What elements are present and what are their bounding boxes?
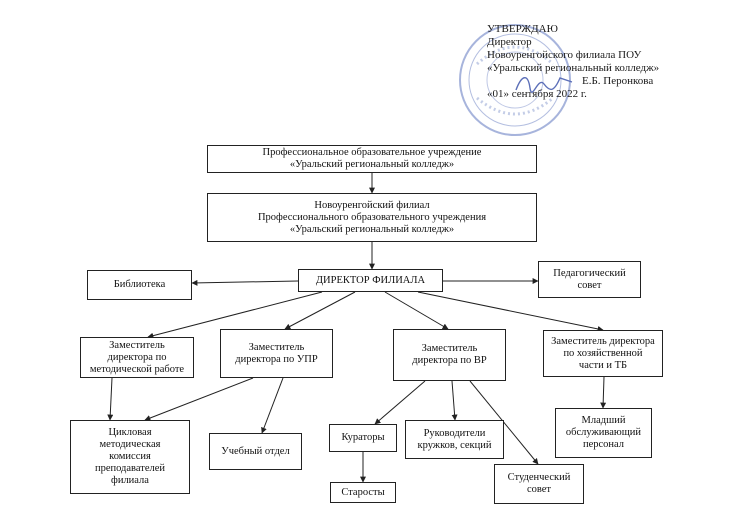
arrow-director-economic	[417, 291, 604, 332]
approval-block: УТВЕРЖДАЮ Директор Новоуренгойского фили…	[487, 23, 742, 101]
approval-date: «01» сентября 2022 г.	[487, 88, 587, 100]
arrow-vr-leaders	[451, 380, 458, 421]
approval-position: Директор	[487, 36, 532, 48]
box-director: ДИРЕКТОР ФИЛИАЛА	[298, 269, 443, 292]
arrow-director-methodical	[147, 291, 323, 339]
arrow-vr-curators	[374, 380, 426, 425]
arrow-director-vr	[384, 291, 449, 330]
approval-college: «Уральский региональный колледж»	[487, 62, 660, 74]
arrow-methodical-commission	[107, 377, 114, 421]
arrow-upr-studydept	[261, 377, 284, 434]
approval-signature-line: Е.Б. Перонкова	[487, 75, 742, 88]
director-signature	[515, 77, 573, 93]
arrow-upr-commission	[144, 377, 254, 421]
box-study-dept: Учебный отдел	[209, 433, 302, 470]
box-institution: Профессиональное образовательное учрежде…	[207, 145, 537, 173]
approval-title: УТВЕРЖДАЮ	[487, 23, 558, 35]
approval-branch: Новоуренгойского филиала ПОУ	[487, 49, 642, 61]
arrow-director-library	[191, 279, 299, 286]
arrow-economic-staff	[600, 376, 607, 409]
box-heads: Старосты	[330, 482, 396, 503]
arrow-director-upr	[284, 291, 356, 330]
box-library: Библиотека	[87, 270, 192, 300]
approval-signer: Е.Б. Перонкова	[582, 75, 654, 87]
box-curators: Кураторы	[329, 424, 397, 452]
official-stamp	[459, 24, 571, 136]
arrow-vr-studentcouncil	[469, 380, 539, 465]
